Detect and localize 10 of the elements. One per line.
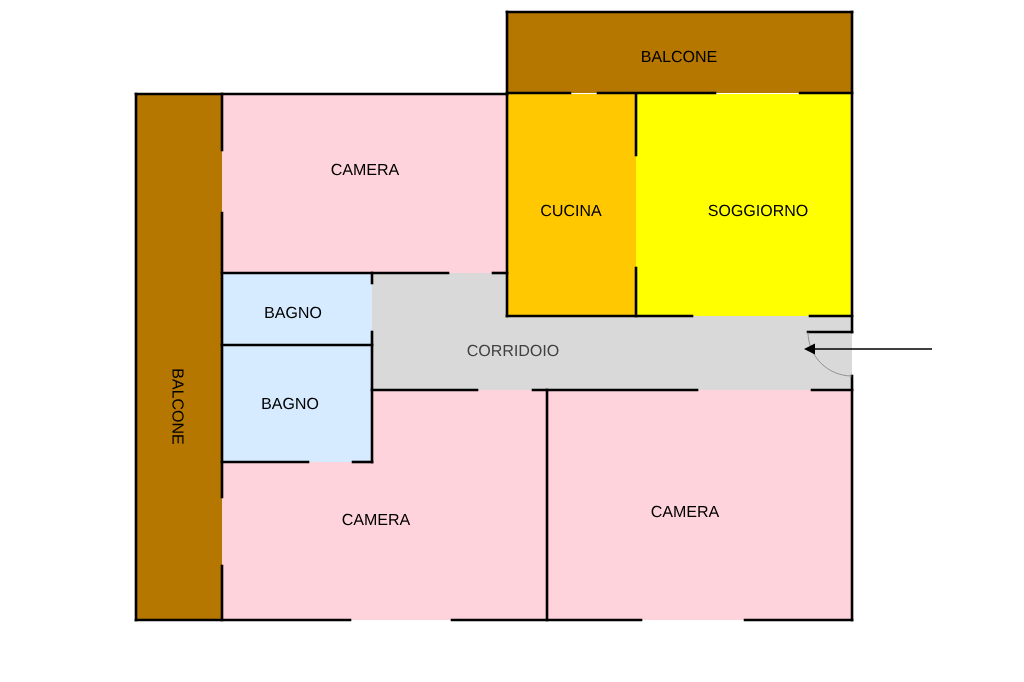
- room: SOGGIORNO: [636, 94, 852, 316]
- room: CAMERA: [222, 94, 507, 273]
- room: CAMERA: [547, 390, 852, 620]
- room: BAGNO: [222, 273, 372, 345]
- room: BALCONE: [136, 94, 222, 620]
- entrance-arrow: [804, 343, 933, 355]
- room: BALCONE: [507, 12, 852, 93]
- room: BAGNO: [222, 345, 372, 462]
- room: CORRIDOIO: [372, 273, 852, 390]
- room: CUCINA: [507, 94, 636, 316]
